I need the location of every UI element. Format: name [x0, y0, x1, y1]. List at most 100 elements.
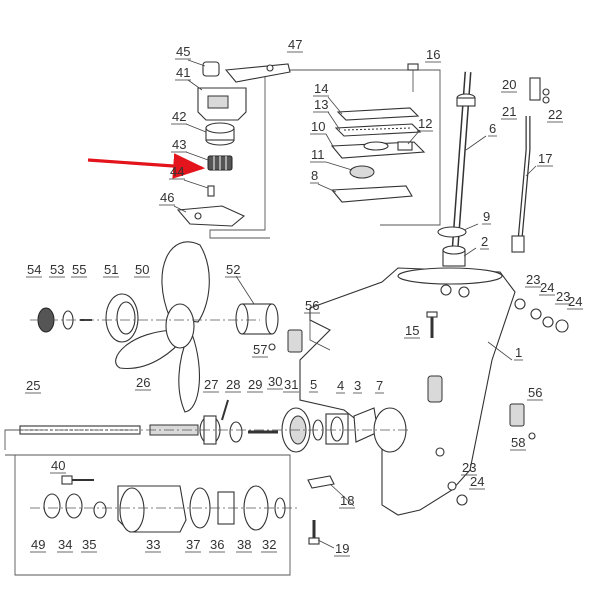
plugs-23-24-lower: [447, 481, 468, 506]
drive-shaft-6: [451, 71, 476, 251]
callout-c1: 1: [515, 345, 522, 360]
bolt-19: [308, 520, 320, 545]
callout-c31: 31: [284, 377, 298, 392]
callout-c25: 25: [26, 378, 40, 393]
callout-c49: 49: [31, 537, 45, 552]
waterpump-group-bracket: [295, 69, 441, 226]
bolt-16: [407, 63, 419, 92]
anode-56-upper: [287, 329, 303, 353]
bolt-15: [426, 311, 438, 338]
callout-c35: 35: [82, 537, 96, 552]
callout-c55: 55: [72, 262, 86, 277]
callout-c12: 12: [418, 116, 432, 131]
gearcase-housing-1: [299, 267, 516, 516]
shift-lever-20: [529, 77, 550, 104]
callout-c40: 40: [51, 458, 65, 473]
plugs-23-24: [514, 298, 569, 333]
pin-28: [221, 399, 229, 421]
callout-c8: 8: [311, 168, 318, 183]
callout-c33: 33: [146, 537, 160, 552]
callout-c38: 38: [237, 537, 251, 552]
bearing-3: [325, 413, 349, 445]
callout-c56a: 56: [305, 298, 319, 313]
thrust-washer-51: [105, 293, 139, 343]
cover-10: [330, 141, 426, 159]
callout-c51: 51: [104, 262, 118, 277]
gasket-8: [330, 185, 413, 203]
screw-57: [268, 343, 276, 351]
impeller-housing-41: [197, 61, 291, 121]
callout-c24a: 24: [540, 280, 554, 295]
callout-c41: 41: [176, 65, 190, 80]
callout-c23c: 23: [462, 460, 476, 475]
callout-c57: 57: [253, 342, 267, 357]
propeller-50: [115, 241, 210, 413]
callout-c11: 11: [311, 147, 325, 162]
callout-c13: 13: [314, 97, 328, 112]
ring-29: [229, 421, 243, 443]
callout-c26: 26: [136, 375, 150, 390]
callout-c44: 44: [170, 164, 184, 179]
anode-56-lower: [509, 403, 525, 427]
callout-c23b: 23: [556, 289, 570, 304]
callout-c34: 34: [58, 537, 72, 552]
callout-c47: 47: [288, 37, 302, 52]
callout-c5: 5: [310, 377, 317, 392]
callout-c24b: 24: [568, 294, 582, 309]
plate-14: [336, 107, 420, 121]
callout-c28: 28: [226, 377, 240, 392]
callout-c7: 7: [376, 378, 383, 393]
callout-c14: 14: [314, 81, 328, 96]
callout-c37: 37: [186, 537, 200, 552]
callout-c22: 22: [548, 107, 562, 122]
callout-c19: 19: [335, 541, 349, 556]
screw-58: [528, 432, 536, 440]
bearing-34: [65, 493, 83, 519]
red-pointer-arrow: [87, 153, 206, 179]
fin-18: [307, 475, 335, 489]
key-44: [207, 185, 215, 197]
callout-c4: 4: [337, 378, 344, 393]
callout-c6: 6: [489, 121, 496, 136]
callout-c2: 2: [481, 234, 488, 249]
seal-11: [349, 165, 375, 179]
callout-c32: 32: [262, 537, 276, 552]
callout-c27: 27: [204, 377, 218, 392]
callout-c46: 46: [160, 190, 174, 205]
callout-c17: 17: [538, 151, 552, 166]
shift-rod-17: [511, 116, 531, 253]
callout-c24c: 24: [470, 474, 484, 489]
callout-c21: 21: [502, 104, 516, 119]
bolt-40: [61, 475, 94, 485]
callout-c30: 30: [268, 374, 282, 389]
impeller-43: [207, 155, 233, 171]
callout-c15: 15: [405, 323, 419, 338]
callout-c45: 45: [176, 44, 190, 59]
liner-42: [205, 122, 235, 146]
washer-9: [437, 226, 467, 238]
callout-c53: 53: [50, 262, 64, 277]
callout-c54: 54: [27, 262, 41, 277]
callout-c20: 20: [502, 77, 516, 92]
callout-c16: 16: [426, 47, 440, 62]
callout-c36: 36: [210, 537, 224, 552]
callout-c18: 18: [340, 493, 354, 508]
seal-49: [43, 493, 61, 519]
bearing-carrier-33: [117, 485, 187, 533]
callout-c56b: 56: [528, 385, 542, 400]
callout-c29: 29: [248, 377, 262, 392]
bearing-2: [442, 245, 466, 267]
spacer-52: [235, 303, 279, 335]
callout-c3: 3: [354, 378, 361, 393]
gasket-46: [176, 205, 246, 227]
callout-c58: 58: [511, 435, 525, 450]
callout-c23a: 23: [526, 272, 540, 287]
gasket-13: [334, 123, 422, 137]
callout-c42: 42: [172, 109, 186, 124]
callout-c9: 9: [483, 209, 490, 224]
bushing-35: [93, 501, 107, 519]
callout-c43: 43: [172, 137, 186, 152]
